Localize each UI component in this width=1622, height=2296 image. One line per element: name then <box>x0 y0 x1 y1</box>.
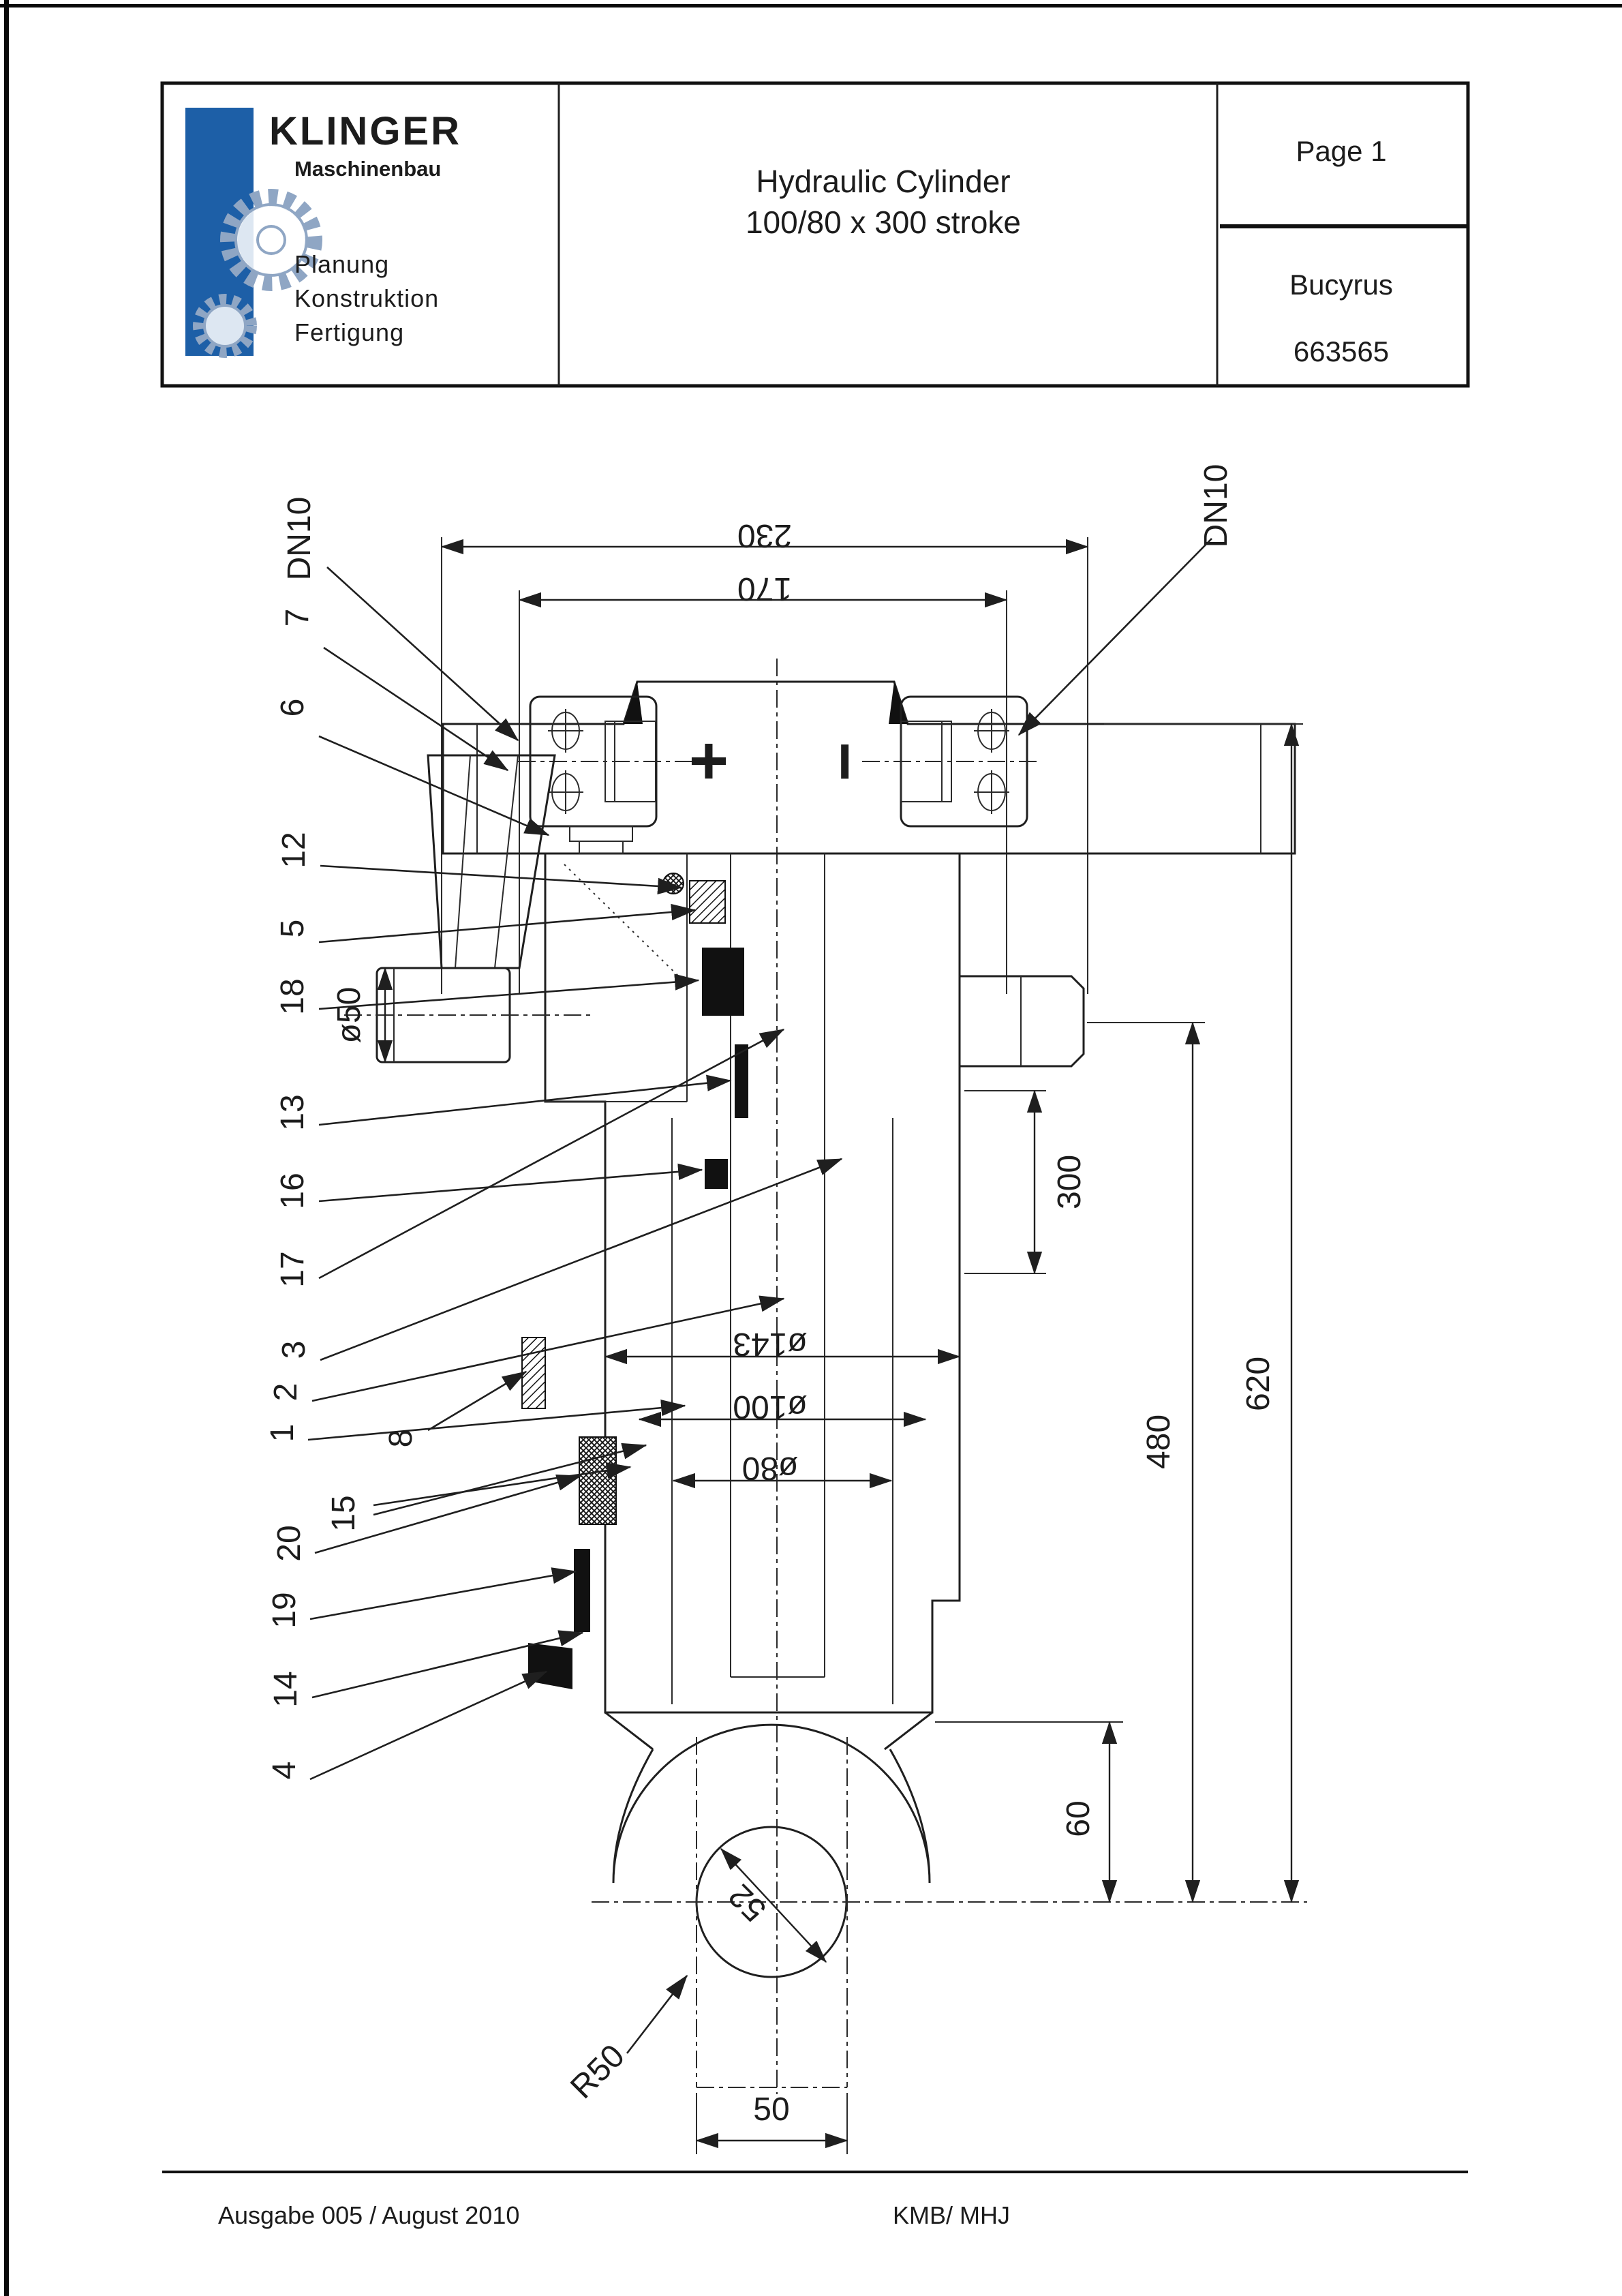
title-block-border <box>160 81 1470 388</box>
seal-parts <box>521 873 748 1689</box>
dimension-60: 60 <box>935 1721 1123 1903</box>
logo-subtitle-text: Maschinenbau <box>294 157 441 181</box>
dim-170-label: 170 <box>737 571 792 607</box>
dn10-right-label: DN10 <box>1198 464 1234 548</box>
klinger-logo: KLINGER Maschinenbau Planung Konstruktio… <box>185 108 461 358</box>
callout-7: 7 <box>279 609 316 627</box>
drawing-title-line2: 100/80 x 300 stroke <box>746 205 1021 240</box>
piston-seal <box>579 1436 617 1525</box>
logo-brand-text: KLINGER <box>269 109 461 153</box>
dim-diameter-100-label: ø100 <box>733 1389 807 1425</box>
dimension-170: 170 <box>518 571 1008 994</box>
logo-service-1: Planung <box>294 250 389 278</box>
dimension-50-width: 50 <box>695 2091 848 2154</box>
hydraulic-cylinder-section-view: 230 170 <box>264 464 1307 2154</box>
callout-15: 15 <box>326 1495 362 1531</box>
o-ring <box>662 873 684 894</box>
minus-port-symbol: − <box>806 742 883 781</box>
dim-diameter-143-label: ø143 <box>733 1326 807 1362</box>
dimension-100: ø100 <box>638 1389 927 1428</box>
callout-2: 2 <box>268 1383 304 1402</box>
callout-20: 20 <box>271 1525 307 1561</box>
logo-service-2: Konstruktion <box>294 284 439 312</box>
callout-17: 17 <box>275 1251 311 1287</box>
drawing-title-line1: Hydraulic Cylinder <box>756 164 1010 199</box>
dim-60-label: 60 <box>1060 1800 1097 1837</box>
dimension-480: 480 <box>1087 1021 1205 1903</box>
callout-1: 1 <box>264 1424 301 1442</box>
dimension-230: 230 <box>440 517 1089 994</box>
dimension-620: 620 <box>1104 723 1303 1903</box>
callout-6: 6 <box>275 699 311 717</box>
plus-port-symbol: + <box>689 723 729 799</box>
callout-5: 5 <box>275 920 311 938</box>
title-block: KLINGER Maschinenbau Planung Konstruktio… <box>160 81 1470 388</box>
dim-diameter-80-label: ø80 <box>742 1450 799 1486</box>
logo-service-3: Fertigung <box>294 318 404 346</box>
rod-eye <box>592 1711 1307 2088</box>
dim-52-label: 52 <box>722 1877 773 1928</box>
callout-18: 18 <box>275 978 311 1014</box>
callout-3: 3 <box>276 1341 312 1359</box>
dimension-80: ø80 <box>672 1450 893 1489</box>
logo-services: Planung Konstruktion Fertigung <box>294 250 439 346</box>
port-block-plus <box>518 695 695 854</box>
footer-edition: Ausgabe 005 / August 2010 <box>218 2201 519 2229</box>
callout-19: 19 <box>266 1592 303 1628</box>
dimension-52: 52 <box>720 1847 827 1963</box>
part-callouts: 7 6 12 5 18 13 16 17 3 2 1 8 15 <box>264 609 843 1781</box>
scan-edge-top <box>0 4 1622 7</box>
gear-icon <box>193 189 322 358</box>
dim-230-label: 230 <box>737 517 792 554</box>
cylinder-body <box>544 854 1085 1714</box>
footer: Ausgabe 005 / August 2010 KMB/ MHJ <box>162 2171 1468 2229</box>
dim-diameter-50-label: ø50 <box>331 987 367 1044</box>
dimension-300: 300 <box>964 1089 1088 1275</box>
port-block-minus <box>862 695 1039 828</box>
document-number: 663565 <box>1294 335 1389 367</box>
dim-620-label: 620 <box>1240 1357 1276 1411</box>
dim-480-label: 480 <box>1141 1415 1177 1469</box>
customer-name: Bucyrus <box>1289 269 1393 301</box>
footer-authors: KMB/ MHJ <box>893 2201 1010 2229</box>
callout-4: 4 <box>266 1762 303 1780</box>
dimension-r50: R50 <box>564 1974 688 2106</box>
dimension-143: ø143 <box>604 1326 961 1365</box>
dim-r50-label: R50 <box>564 2038 632 2106</box>
callout-14: 14 <box>268 1671 304 1707</box>
page-number: Page 1 <box>1296 135 1386 167</box>
dim-50-label: 50 <box>753 2091 789 2128</box>
callout-12: 12 <box>276 832 312 868</box>
connection-dn10-left: DN10 <box>281 497 519 742</box>
callout-13: 13 <box>275 1094 311 1130</box>
connection-dn10-right: DN10 <box>1017 464 1234 736</box>
dim-300-label: 300 <box>1052 1155 1088 1209</box>
callout-8: 8 <box>383 1430 419 1448</box>
scan-edge-left <box>4 0 9 2296</box>
dimension-rod-pilot: ø50 <box>331 967 393 1063</box>
head-plate <box>442 680 1296 855</box>
callout-16: 16 <box>275 1173 311 1209</box>
dn10-left-label: DN10 <box>281 497 318 581</box>
